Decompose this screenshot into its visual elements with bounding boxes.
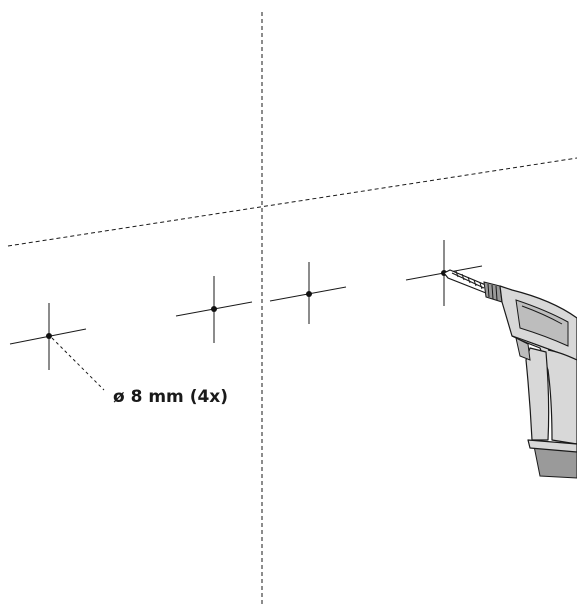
power-drill-icon <box>443 269 577 479</box>
hole-mark <box>9 303 87 370</box>
hole-mark <box>269 262 347 324</box>
hole-mark <box>175 276 253 343</box>
hole-spec-label: ø 8 mm (4x) <box>113 387 228 407</box>
annotation-leader-line <box>51 337 105 391</box>
horizontal-level-guide <box>7 157 577 247</box>
